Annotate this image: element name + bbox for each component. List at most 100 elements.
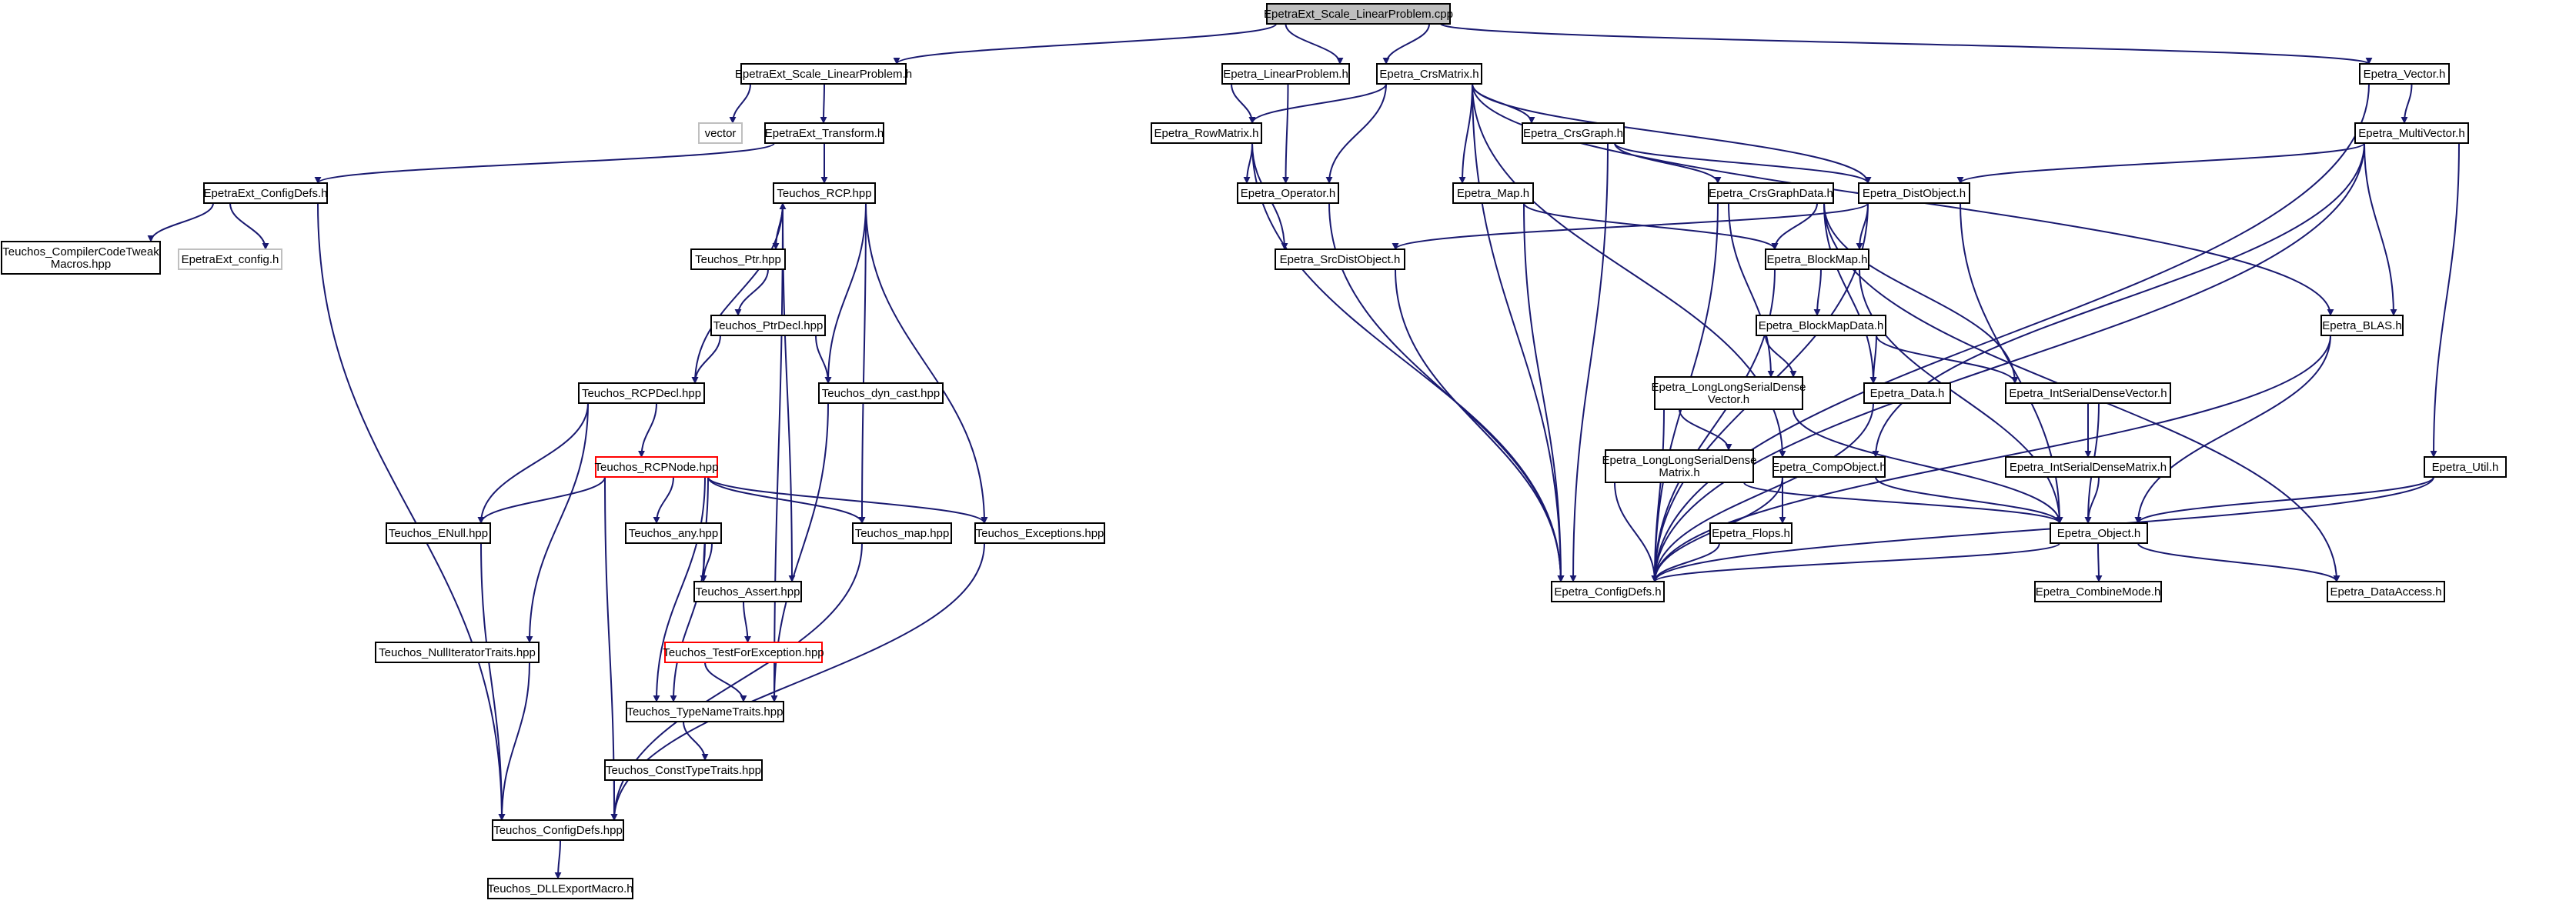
node-epx-transform[interactable]: EpetraExt_Transform.h (764, 122, 884, 144)
node-ep-blockmapdata[interactable]: Epetra_BlockMapData.h (1756, 315, 1886, 336)
node-box (1, 241, 161, 275)
node-ep-crsgraphdata[interactable]: Epetra_CrsGraphData.h (1708, 182, 1834, 204)
node-ep-rowmatrix[interactable]: Epetra_RowMatrix.h (1151, 122, 1262, 144)
edge-ep_llsdvector-to-ep_object (1793, 408, 2063, 524)
node-teu-assert[interactable]: Teuchos_Assert.hpp (693, 581, 802, 602)
node-box (2320, 315, 2404, 336)
node-teu-testforexc[interactable]: Teuchos_TestForException.hpp (663, 642, 824, 663)
node-ep-vector[interactable]: Epetra_Vector.h (2359, 63, 2450, 85)
node-ep-crsmatrix[interactable]: Epetra_CrsMatrix.h (1376, 63, 1482, 85)
node-teu-ptr[interactable]: Teuchos_Ptr.hpp (690, 248, 786, 270)
node-ep-operator[interactable]: Epetra_Operator.h (1237, 182, 1339, 204)
node-ep-multivector[interactable]: Epetra_MultiVector.h (2354, 122, 2469, 144)
edge-ep_blas-to-ep_object (2134, 335, 2331, 524)
node-label: vector (705, 127, 737, 140)
node-ep-object[interactable]: Epetra_Object.h (2050, 522, 2148, 544)
node-teu-rcpdecl[interactable]: Teuchos_RCPDecl.hpp (578, 382, 705, 404)
edge-ep_llsdvector-to-ep_llsdmatrix (1679, 408, 1732, 451)
node-ep-distobject[interactable]: Epetra_DistObject.h (1858, 182, 1970, 204)
node-label: Teuchos_Ptr.hpp (695, 253, 781, 266)
node-epx-slp-h[interactable]: EpetraExt_Scale_LinearProblem.h (735, 63, 912, 85)
edge-teu_any-to-teu_assert (700, 542, 713, 582)
node-box (578, 382, 705, 404)
node-label: Epetra_MultiVector.h (2358, 127, 2464, 140)
node-label: Epetra_DataAccess.h (2330, 585, 2441, 599)
node-ep-util[interactable]: Epetra_Util.h (2424, 456, 2507, 478)
node-ep-data[interactable]: Epetra_Data.h (1863, 382, 1951, 404)
node-box (710, 315, 826, 336)
node-ep-linearproblem[interactable]: Epetra_LinearProblem.h (1221, 63, 1350, 85)
node-ep-blockmap[interactable]: Epetra_BlockMap.h (1765, 248, 1869, 270)
node-teu-rcpnode[interactable]: Teuchos_RCPNode.hpp (595, 456, 719, 478)
edge-ep_rowmatrix-to-ep_operator (1243, 142, 1253, 184)
node-ep-crsgraph[interactable]: Epetra_CrsGraph.h (1522, 122, 1625, 144)
node-label: Matrix.h (1659, 466, 1699, 479)
node-teu-dllexport[interactable]: Teuchos_DLLExportMacro.h (487, 878, 633, 899)
node-label: Teuchos_Assert.hpp (696, 585, 800, 599)
edge-root-to-ep_vector (1440, 23, 2373, 65)
node-label: Epetra_Util.h (2432, 461, 2499, 474)
node-ep-isdvector[interactable]: Epetra_IntSerialDenseVector.h (2005, 382, 2171, 404)
node-teu-dyncast[interactable]: Teuchos_dyn_cast.hpp (818, 382, 944, 404)
node-teu-map[interactable]: Teuchos_map.hpp (852, 522, 952, 544)
node-teu-rcp[interactable]: Teuchos_RCP.hpp (773, 182, 876, 204)
node-label: Macros.hpp (51, 258, 111, 271)
edge-ep_blockmapdata-to-ep_isdvector (1876, 335, 2019, 384)
edge-ep_linearproblem-to-ep_rowmatrix (1231, 83, 1256, 124)
node-ep-isdmatrix[interactable]: Epetra_IntSerialDenseMatrix.h (2005, 456, 2171, 478)
node-label: Epetra_CompObject.h (1772, 461, 1886, 474)
node-label: Teuchos_map.hpp (855, 527, 950, 540)
node-box (1858, 182, 1970, 204)
node-label: Vector.h (1708, 393, 1749, 406)
edge-teu_rcp-to-teu_dyncast (824, 202, 867, 384)
node-teu-configdefs[interactable]: Teuchos_ConfigDefs.hpp (492, 819, 624, 841)
node-label: Teuchos_ConstTypeTraits.hpp (606, 764, 761, 777)
node-box (1708, 182, 1834, 204)
node-label: Teuchos_any.hpp (629, 527, 718, 540)
node-teu-ptrdecl[interactable]: Teuchos_PtrDecl.hpp (710, 315, 826, 336)
node-ep-combinemode[interactable]: Epetra_CombineMode.h (2034, 581, 2162, 602)
node-epx-configdefs[interactable]: EpetraExt_ConfigDefs.h (203, 182, 328, 204)
edge-ep_isdmatrix-to-ep_object (2084, 476, 2100, 524)
node-box (2050, 522, 2148, 544)
node-label: Epetra_IntSerialDenseVector.h (2009, 387, 2167, 400)
node-ep-configdefs[interactable]: Epetra_ConfigDefs.h (1551, 581, 1665, 602)
node-box (625, 522, 722, 544)
node-label: Teuchos_DLLExportMacro.h (487, 882, 633, 895)
edge-ep_blockmap-to-ep_object (1859, 268, 2063, 524)
node-teu-any[interactable]: Teuchos_any.hpp (625, 522, 722, 544)
node-label: Epetra_CrsGraph.h (1523, 127, 1623, 140)
edge-ep_blas-to-ep_configdefs (1651, 335, 2331, 582)
edge-teu_rcp-to-teu_rcpdecl (691, 202, 783, 384)
node-ep-compobject[interactable]: Epetra_CompObject.h (1772, 456, 1886, 478)
node-box (1863, 382, 1951, 404)
node-box (1237, 182, 1339, 204)
node-box (773, 182, 876, 204)
edge-root-to-ep_linearproblem (1285, 23, 1344, 65)
edge-ep_multivector-to-ep_configdefs (1651, 142, 2365, 582)
node-ep-dataaccess[interactable]: Epetra_DataAccess.h (2327, 581, 2445, 602)
node-ep-blas[interactable]: Epetra_BLAS.h (2320, 315, 2404, 336)
node-teu-typename[interactable]: Teuchos_TypeNameTraits.hpp (626, 701, 784, 722)
node-teu-enull[interactable]: Teuchos_ENull.hpp (386, 522, 491, 544)
edge-ep_multivector-to-ep_distobject (1956, 142, 2365, 184)
node-teu-exceptions[interactable]: Teuchos_Exceptions.hpp (974, 522, 1105, 544)
node-label: EpetraExt_ConfigDefs.h (204, 187, 328, 200)
node-ep-map[interactable]: Epetra_Map.h (1452, 182, 1534, 204)
edge-teu_rcpnode-to-teu_any (653, 476, 674, 524)
node-ep-srcdistobject[interactable]: Epetra_SrcDistObject.h (1275, 248, 1405, 270)
node-ep-flops[interactable]: Epetra_Flops.h (1709, 522, 1793, 544)
node-teu-consttype[interactable]: Teuchos_ConstTypeTraits.hpp (604, 759, 763, 781)
edge-epx_transform-to-epx_configdefs (314, 142, 775, 184)
node-root[interactable]: EpetraExt_Scale_LinearProblem.cpp (1264, 3, 1453, 25)
node-box (1376, 63, 1482, 85)
node-label: Epetra_BlockMapData.h (1759, 319, 1884, 332)
edge-teu_rcp-to-teu_typename (770, 202, 783, 702)
edge-ep_vector-to-ep_configdefs (1651, 83, 2370, 582)
node-teu-nulliter[interactable]: Teuchos_NullIteratorTraits.hpp (375, 642, 540, 663)
edge-ep_crsgraphdata-to-ep_llsdvector (1728, 202, 1775, 378)
edge-ep_object-to-ep_dataaccess (2137, 542, 2340, 582)
